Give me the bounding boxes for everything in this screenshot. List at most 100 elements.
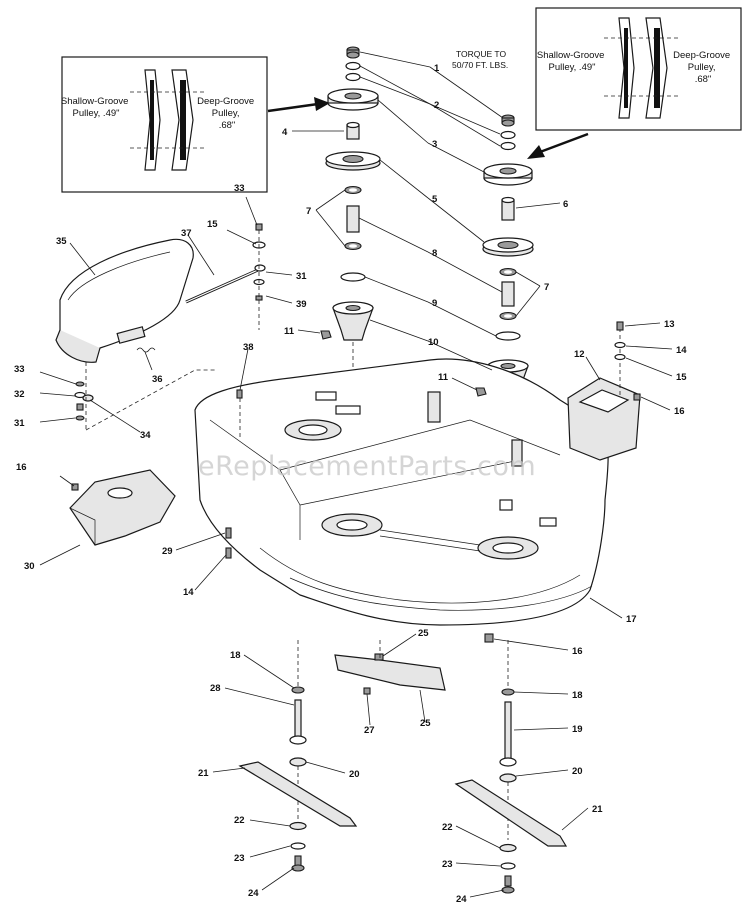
svg-text:Deep-Groove Pulley,: Deep-Groove Pulley, .68"	[673, 50, 733, 85]
callout-1: 1	[434, 63, 440, 74]
inset-right-arrowhead	[527, 145, 545, 159]
left-blade-hardware	[289, 821, 307, 872]
discharge-chute-35	[55, 238, 194, 363]
inset-left-arrow	[267, 102, 319, 113]
left-spindle-housing	[332, 301, 374, 341]
inset-right-deep-line2: Pulley,	[688, 62, 716, 73]
callout-22-right: 22	[442, 822, 453, 833]
right-bearing-bottom	[499, 311, 517, 321]
right-washer-top	[500, 130, 516, 140]
deck-spindle-mount-right	[477, 536, 539, 560]
watermark: eReplacementParts.com	[198, 451, 536, 482]
inset-right-arrow	[539, 132, 589, 154]
left-bearing-bottom	[344, 241, 362, 251]
right-bearing-top	[499, 267, 517, 277]
callout-23-right: 23	[442, 859, 453, 870]
right-blade-hardware	[499, 843, 517, 894]
callout-33-left: 33	[14, 364, 25, 375]
mount-bracket-12	[567, 321, 641, 461]
callout-11-right: 11	[438, 372, 449, 383]
callout-24-right: 24	[456, 894, 467, 905]
right-spindle-tube	[501, 281, 515, 307]
inset-right-pulley-comparison: Shallow-Groove Pulley, .49" Deep-Groove …	[535, 7, 742, 131]
left-bearing-top	[344, 185, 362, 195]
chute-rod-37	[185, 264, 266, 304]
right-blade-spindle	[499, 640, 517, 840]
torque-note: TORQUE TO 50/70 FT. LBS.	[452, 49, 508, 70]
inset-right-deep-line1: Deep-Groove	[673, 50, 730, 61]
inset-right-shallow-line1: Shallow-Groove	[537, 50, 605, 61]
right-blade-21	[454, 779, 568, 847]
left-pulley	[327, 88, 379, 111]
left-nut	[346, 46, 360, 59]
callout-labels: 1 2 3 4 5 6 7 7 8 9 10 11 11 12 13 14 14…	[14, 63, 687, 905]
callout-29: 29	[162, 546, 173, 557]
left-spindle-assembly	[325, 46, 381, 390]
callout-7-left: 7	[306, 206, 311, 217]
callout-12: 12	[574, 349, 585, 360]
left-washer-bottom	[345, 72, 361, 82]
left-blade-21	[238, 761, 358, 827]
callout-18-right: 18	[572, 690, 583, 701]
callout-27: 27	[364, 725, 375, 736]
inset-left-deep-line2: Pulley,	[212, 108, 240, 119]
callout-16-right: 16	[674, 406, 685, 417]
right-spacer-6	[501, 196, 515, 221]
callout-31-left: 31	[14, 418, 25, 429]
callout-21-right: 21	[592, 804, 603, 815]
inset-right-pulley-icon	[604, 17, 680, 119]
callout-8: 8	[432, 248, 437, 259]
callout-25-bottom: 25	[420, 718, 431, 729]
callout-30: 30	[24, 561, 35, 572]
callout-39: 39	[296, 299, 307, 310]
right-pulley	[483, 163, 533, 186]
right-washer-bottom	[500, 141, 516, 151]
callout-37: 37	[181, 228, 192, 239]
callout-5: 5	[432, 194, 438, 205]
callout-31-right: 31	[296, 271, 307, 282]
callout-13: 13	[664, 319, 675, 330]
callout-19: 19	[572, 724, 583, 735]
callout-3: 3	[432, 139, 437, 150]
callout-15-left: 15	[207, 219, 218, 230]
inset-left-shallow-line1: Shallow-Groove	[61, 96, 129, 107]
callout-21-left: 21	[198, 768, 209, 779]
deck-spindle-mount-left-rear	[284, 419, 342, 441]
inset-left-arrowhead	[314, 97, 330, 111]
right-washer-9	[495, 331, 521, 341]
callout-6: 6	[563, 199, 568, 210]
callout-17: 17	[626, 614, 637, 625]
callout-15-right: 15	[676, 372, 687, 383]
left-spacer-4	[346, 121, 360, 140]
inset-left-pulley-icon	[130, 69, 205, 171]
callout-10: 10	[428, 337, 439, 348]
left-washer-9	[340, 272, 366, 282]
callout-24-left: 24	[248, 888, 259, 899]
callout-16-left: 16	[16, 462, 27, 473]
baffle-25	[334, 640, 446, 695]
callout-14-left: 14	[183, 587, 194, 598]
left-washer-top	[345, 61, 361, 71]
left-blade-spindle	[289, 640, 307, 830]
left-bearing-housing-top	[325, 151, 381, 171]
mount-bracket-30	[69, 469, 176, 546]
right-bearing-housing-top	[482, 237, 534, 257]
callout-35: 35	[56, 236, 67, 247]
callout-7-right: 7	[544, 282, 549, 293]
chute-spring-36	[136, 347, 156, 353]
callout-22-left: 22	[234, 815, 245, 826]
callout-4: 4	[282, 127, 288, 138]
callout-14-right: 14	[676, 345, 687, 356]
callout-32: 32	[14, 389, 25, 400]
inset-left-shallow-line2: Pulley, .49"	[72, 108, 119, 119]
callout-33-top: 33	[234, 183, 245, 194]
callout-16-bottom: 16	[572, 646, 583, 657]
mower-deck-17	[194, 358, 609, 626]
callout-28: 28	[210, 683, 221, 694]
callout-20-left: 20	[349, 769, 360, 780]
deck-spindle-mount-center	[321, 513, 383, 537]
callout-11-left: 11	[284, 326, 295, 337]
inset-right-shallow-line2: Pulley, .49"	[548, 62, 595, 73]
deck-hardware	[225, 330, 494, 643]
callout-23-left: 23	[234, 853, 245, 864]
